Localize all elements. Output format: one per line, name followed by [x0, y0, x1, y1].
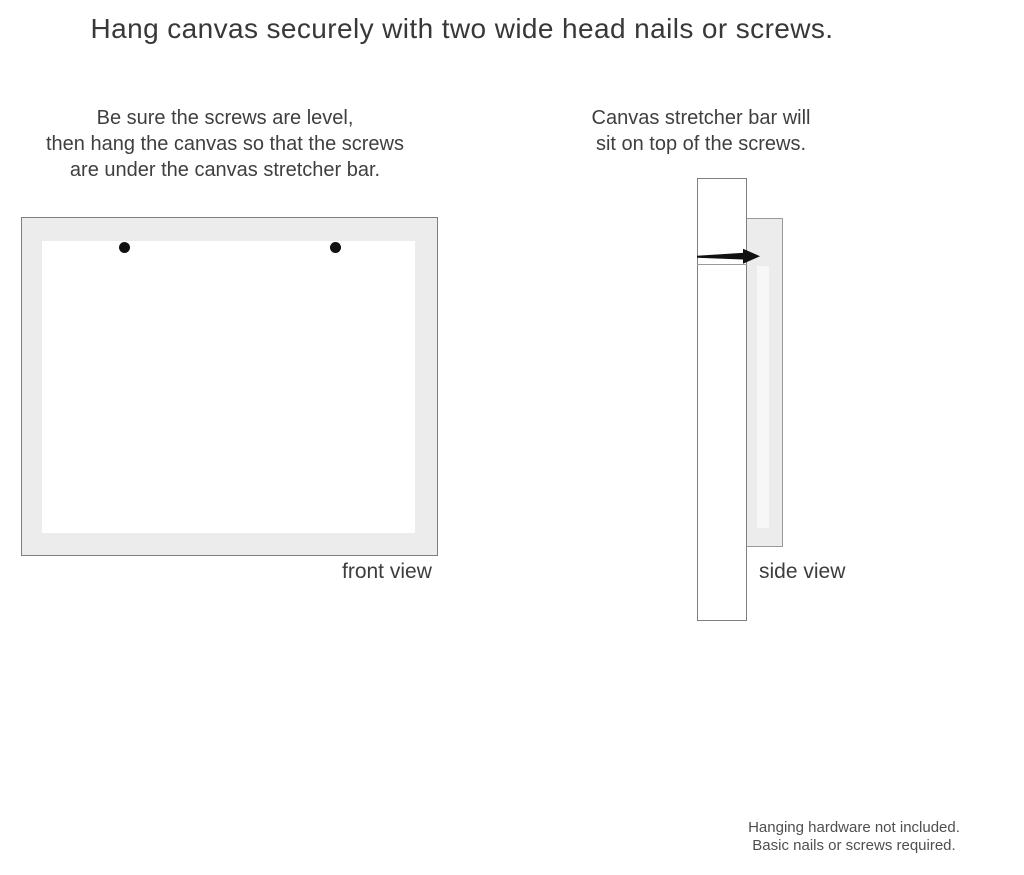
front-view-canvas-face [42, 241, 415, 533]
side-view-bar-edge-line [697, 264, 747, 265]
instruction-line: Be sure the screws are level, [96, 107, 354, 129]
footer-note: Hanging hardware not included. Basic nai… [689, 819, 1019, 855]
side-view-canvas-highlight [757, 266, 769, 528]
front-view-instruction: Be sure the screws are level, then hang … [25, 105, 425, 183]
side-view-instruction: Canvas stretcher bar will sit on top of … [501, 105, 901, 157]
instruction-line: sit on top of the screws. [595, 133, 807, 155]
nail-shaft [697, 252, 746, 260]
nail-dot-right [330, 242, 341, 253]
instruction-line: are under the canvas stretcher bar. [69, 159, 381, 181]
instruction-line: Canvas stretcher bar will [591, 107, 811, 129]
front-view-canvas-frame [21, 217, 438, 556]
instruction-line: then hang the canvas so that the screws [46, 133, 404, 155]
side-view-label: side view [759, 560, 846, 583]
footer-line: Basic nails or screws required. [752, 837, 956, 854]
front-view-label: front view [342, 560, 432, 583]
nail-dot-left [119, 242, 130, 253]
nail-head [743, 248, 760, 264]
side-view-stretcher-bar [697, 178, 747, 621]
footer-line: Hanging hardware not included. [748, 819, 960, 836]
page-title: Hang canvas securely with two wide head … [90, 13, 834, 44]
nail-icon [697, 248, 760, 264]
